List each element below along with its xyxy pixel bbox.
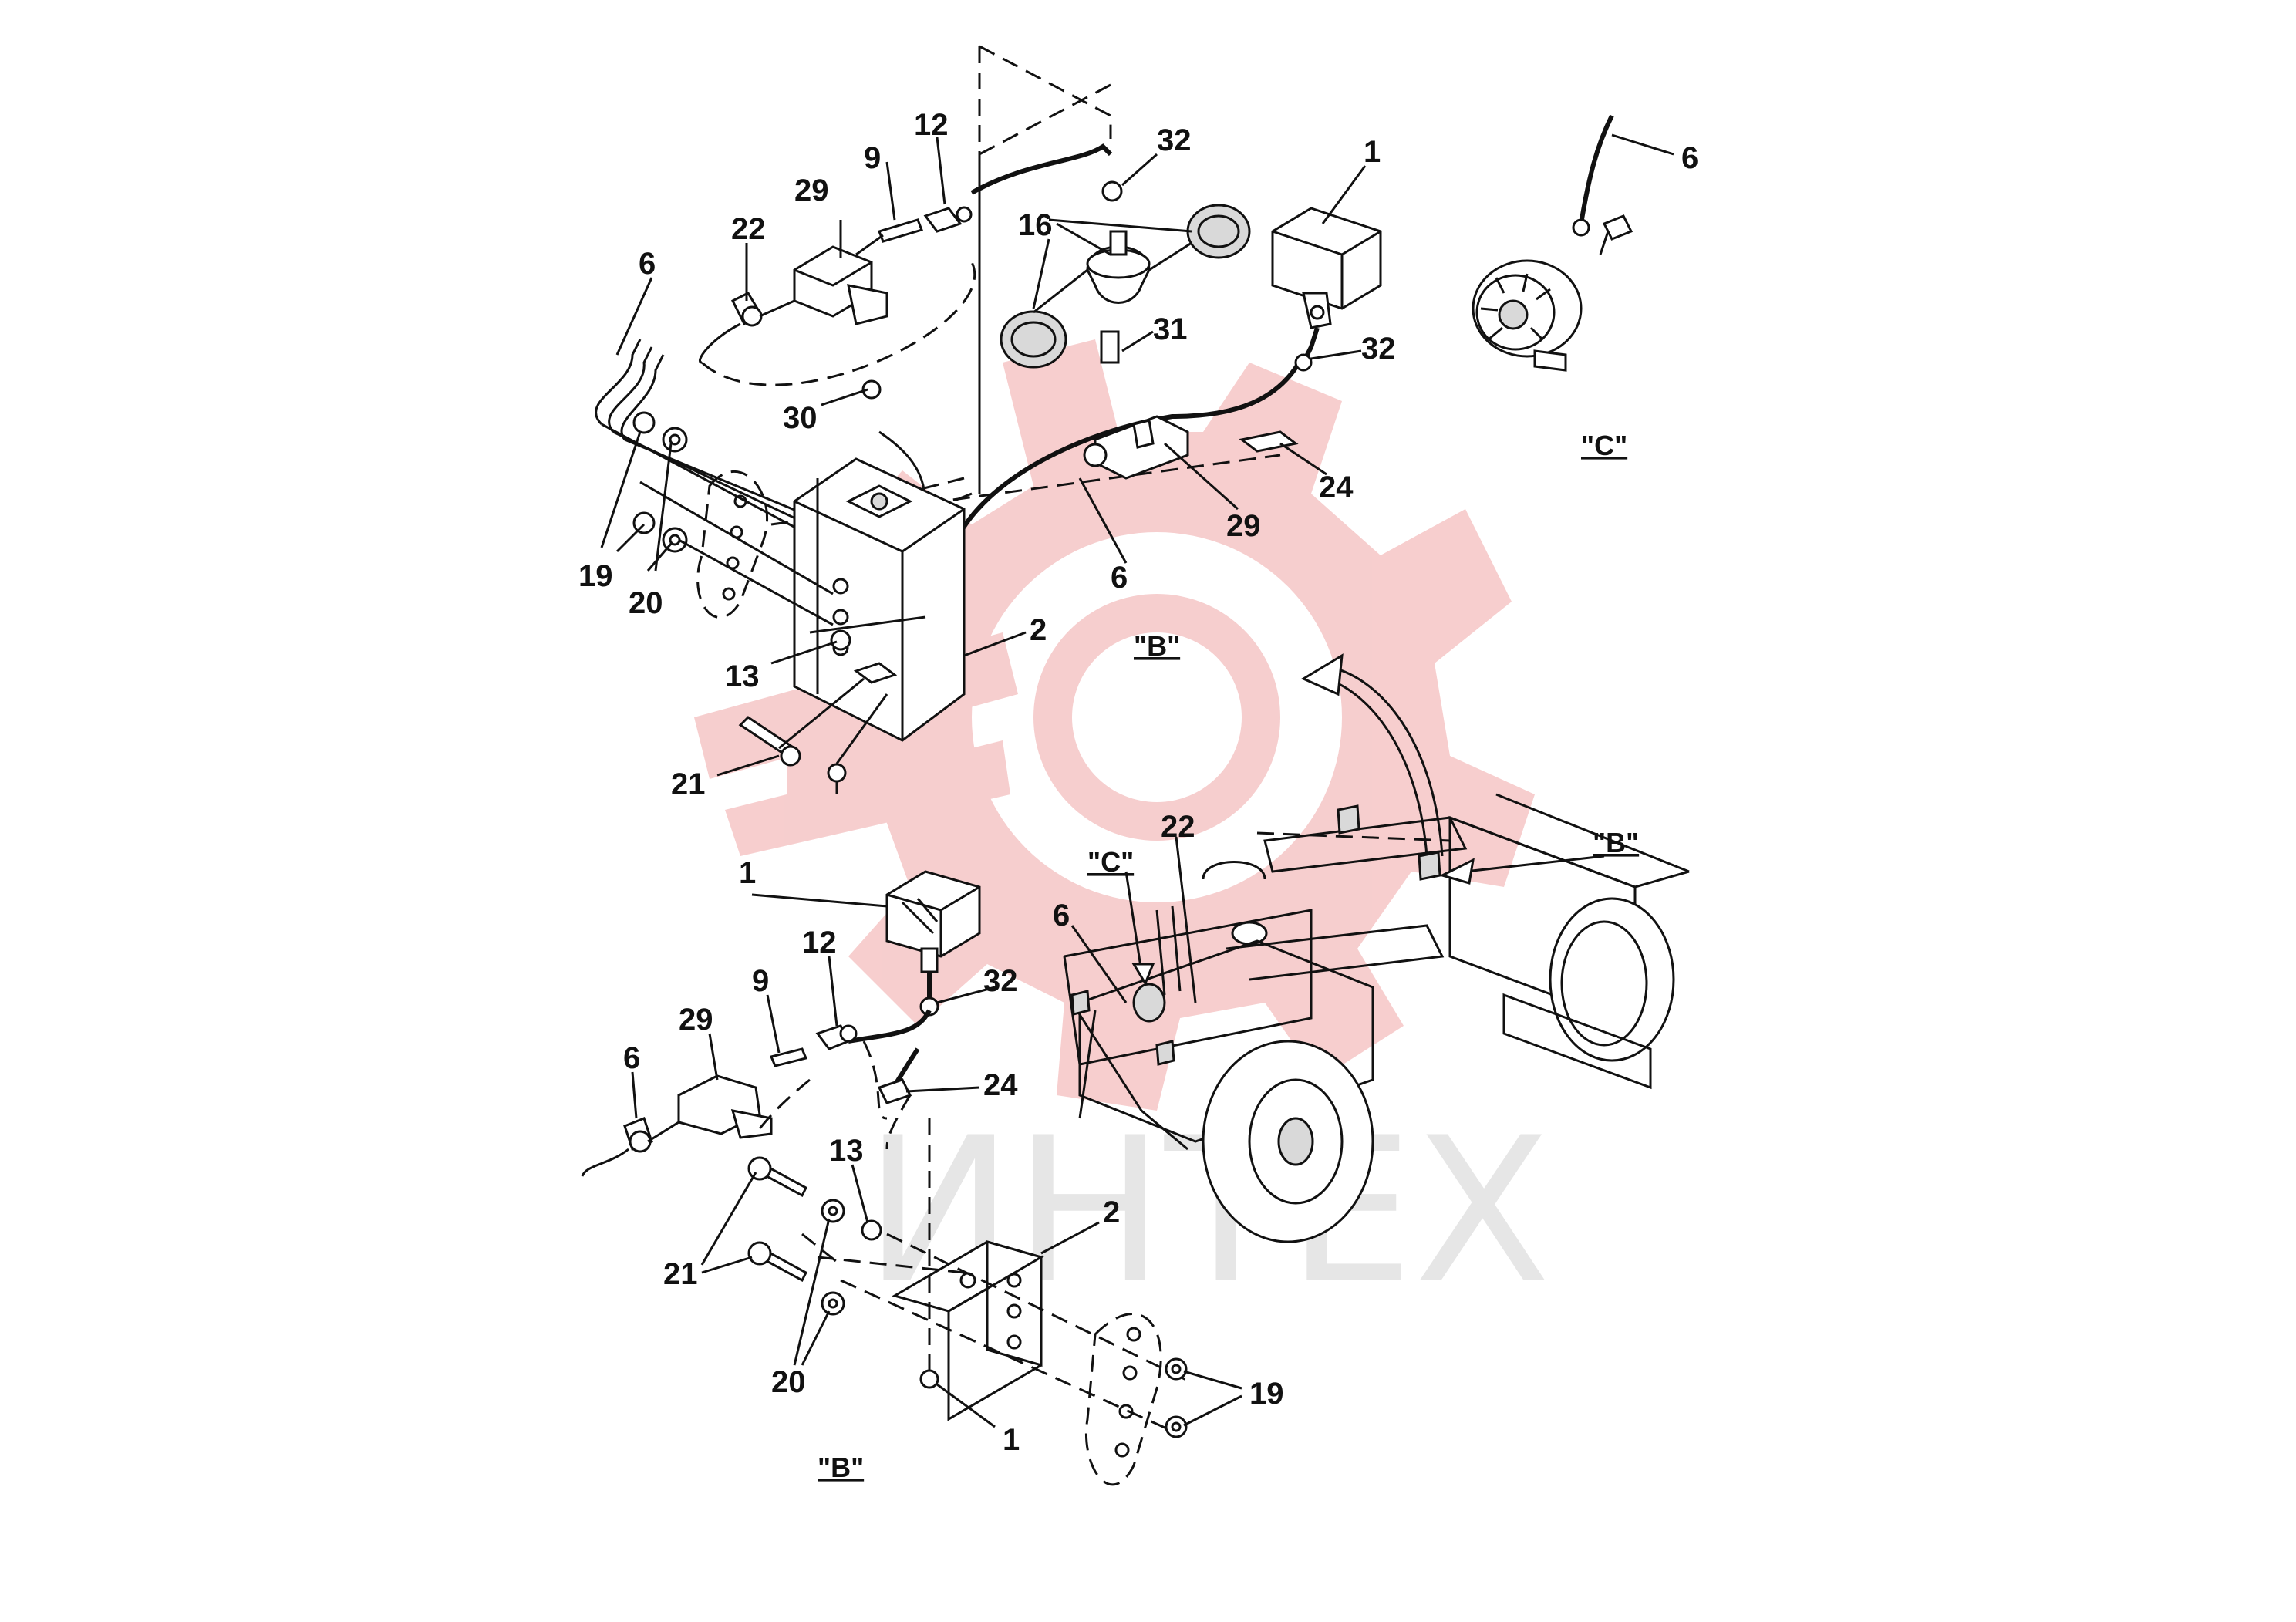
terminal-9-lower xyxy=(769,1047,808,1067)
label-6-detail-c: 6 xyxy=(1681,141,1698,175)
view-label-b-bottom: "B" xyxy=(818,1452,864,1483)
connector-29-upper xyxy=(793,245,888,325)
label-31-top: 31 xyxy=(1153,312,1188,346)
plug-12 xyxy=(923,207,963,233)
work-lamp-upper xyxy=(1271,207,1382,364)
label-6-bottom: 6 xyxy=(623,1041,640,1075)
label-29-top: 29 xyxy=(794,174,829,207)
roller-machine: 6 22 "C" "B" xyxy=(1053,653,1690,1243)
label-21-top: 21 xyxy=(671,767,706,801)
view-pointer-b: "B" xyxy=(1593,827,1639,858)
label-2-bottom: 2 xyxy=(1103,1195,1120,1229)
view-label-b-top: "B" xyxy=(1134,630,1180,662)
label-24-bottom: 24 xyxy=(983,1068,1018,1102)
clip-24-upper xyxy=(1239,430,1299,453)
label-24-top: 24 xyxy=(1319,470,1354,504)
label-32-top: 32 xyxy=(1157,123,1192,157)
label-19-bottom: 19 xyxy=(1249,1377,1284,1411)
mounting-bracket xyxy=(892,1240,1044,1421)
label-16-top: 16 xyxy=(1018,208,1053,242)
grommet-13 xyxy=(830,629,851,651)
connector-29-lower xyxy=(677,1074,773,1139)
work-lamp-lower xyxy=(885,870,981,1003)
label-21-bottom: 21 xyxy=(663,1257,698,1291)
connector-29-middle xyxy=(1083,415,1189,480)
grommet-32-lamp xyxy=(1294,353,1313,372)
grommet-13-lower xyxy=(861,1219,882,1241)
label-13-top: 13 xyxy=(725,659,760,693)
nut-19-lower-b xyxy=(1165,1415,1188,1438)
nut-19 xyxy=(632,411,656,434)
label-32-bottom: 32 xyxy=(983,964,1018,998)
detail-c-alternator: 6 "C" xyxy=(1472,114,1698,461)
label-6-top-left: 6 xyxy=(639,247,656,281)
label-30-top: 30 xyxy=(783,401,818,435)
label-22-machine: 22 xyxy=(1161,810,1195,844)
label-2-top: 2 xyxy=(1030,613,1047,647)
washer-20 xyxy=(662,427,688,453)
label-29-mid: 29 xyxy=(1226,509,1261,543)
screws-21 xyxy=(747,1156,807,1283)
label-20-bottom: 20 xyxy=(771,1365,806,1399)
terminal-9 xyxy=(878,218,923,243)
relay-box xyxy=(793,457,966,742)
label-13-bottom: 13 xyxy=(829,1134,864,1168)
washer-20-lower-b xyxy=(821,1291,845,1316)
label-6-top-mid: 6 xyxy=(1111,561,1128,595)
label-29-bottom: 29 xyxy=(679,1003,713,1037)
label-12-bottom: 12 xyxy=(802,926,837,959)
grommet-1-lower xyxy=(919,1369,939,1389)
view-label-c-detail: "C" xyxy=(1581,430,1627,461)
label-20-top: 20 xyxy=(629,586,663,620)
drum xyxy=(1448,793,1690,1090)
clip-24-lower xyxy=(877,1078,912,1104)
label-22-top: 22 xyxy=(731,212,766,246)
label-9-top: 9 xyxy=(864,141,881,175)
beacon-lens-set xyxy=(1000,204,1251,369)
grommet-30 xyxy=(861,379,882,400)
label-32-lamp: 32 xyxy=(1361,332,1396,366)
grommet-32-upper xyxy=(1101,180,1123,202)
label-1-top: 1 xyxy=(1364,135,1381,169)
top-assembly: 12 9 32 1 6 22 29 16 31 32 6 30 24 29 19… xyxy=(578,45,1396,801)
label-12-top: 12 xyxy=(914,108,949,142)
washer-20-lower-a xyxy=(821,1199,845,1223)
label-19-top: 19 xyxy=(578,559,613,593)
bottom-assembly: 1 12 32 9 29 6 24 13 2 21 20 19 1 "B" xyxy=(581,856,1284,1486)
label-6-machine: 6 xyxy=(1053,899,1070,932)
nut-19-lower-a xyxy=(1165,1357,1188,1381)
label-9-bottom: 9 xyxy=(752,964,769,998)
view-pointer-c: "C" xyxy=(1087,846,1134,878)
label-1-bottom-grommet: 1 xyxy=(1003,1423,1020,1457)
label-1-bottom: 1 xyxy=(739,856,756,890)
